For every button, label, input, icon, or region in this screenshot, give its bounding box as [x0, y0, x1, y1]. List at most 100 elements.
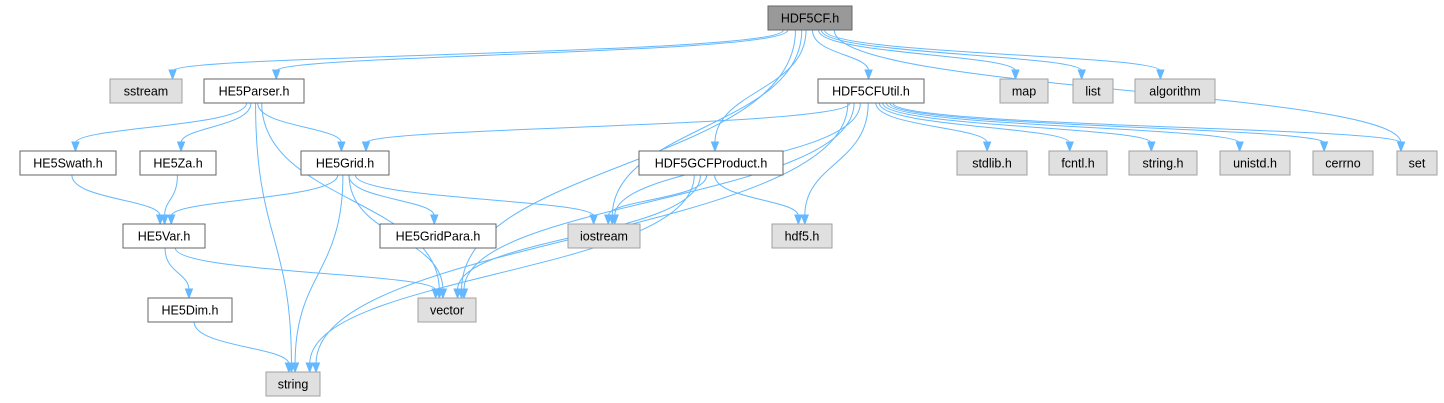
edge-line — [164, 247, 190, 291]
edge-line — [193, 321, 290, 365]
edge-hdf5cfutil-h-to-set — [892, 102, 1406, 153]
node-box — [19, 150, 117, 176]
edge-line — [354, 174, 595, 217]
edge-arrowhead — [71, 141, 80, 153]
node-label: string — [278, 377, 309, 391]
node-he5dim-h[interactable]: HE5Dim.h — [147, 297, 233, 323]
node-he5za-h[interactable]: HE5Za.h — [139, 150, 217, 176]
edge-hdf5cf-h-to-iostream — [608, 29, 803, 226]
node-label: HE5Grid.h — [316, 156, 374, 170]
edge-arrowhead — [604, 214, 613, 226]
edge-arrowhead — [361, 141, 371, 153]
node-he5swath-h[interactable]: HE5Swath.h — [19, 150, 117, 176]
edge-arrowhead — [184, 288, 194, 300]
edge-line — [180, 102, 252, 144]
node-label: cerrno — [1325, 156, 1360, 170]
node-box — [999, 78, 1049, 104]
edge-arrowhead — [1396, 141, 1406, 153]
edge-hdf5cf-h-to-algorithm — [824, 29, 1165, 81]
node-box — [1128, 150, 1198, 176]
node-box — [817, 78, 925, 104]
node-cerrno: cerrno — [1312, 150, 1374, 176]
node-he5parser-h[interactable]: HE5Parser.h — [203, 78, 305, 104]
node-label: iostream — [580, 229, 628, 243]
node-box — [1396, 150, 1438, 176]
node-box — [417, 297, 477, 323]
node-box — [122, 223, 206, 249]
node-box — [379, 223, 497, 249]
edge-he5parser-h-to-he5swath-h — [71, 102, 248, 153]
edge-line — [294, 174, 344, 365]
edge-line — [275, 29, 789, 72]
edge-arrowhead — [1156, 69, 1165, 81]
node-he5gridpara-h[interactable]: HE5GridPara.h — [379, 223, 497, 249]
edge-hdf5cf-h-to-map — [818, 29, 1020, 81]
edge-line — [875, 102, 988, 144]
edge-arrowhead — [1077, 69, 1086, 81]
node-string-h: string.h — [1128, 150, 1198, 176]
edge-arrowhead — [610, 214, 619, 226]
node-label: HDF5GCFProduct.h — [655, 156, 768, 170]
edge-line — [74, 102, 248, 144]
node-label: fcntl.h — [1061, 156, 1094, 170]
node-box — [147, 297, 233, 323]
edge-arrowhead — [1011, 69, 1020, 81]
edge-arrowhead — [1235, 141, 1244, 153]
node-label: sstream — [124, 84, 168, 98]
edge-hdf5cfutil-h-to-vector — [459, 102, 855, 300]
edge-hdf5gcfproduct-h-to-iostream — [604, 174, 708, 226]
edge-hdf5cf-h-to-he5parser-h — [272, 29, 789, 81]
edge-he5parser-h-to-he5grid-h — [257, 102, 346, 153]
edge-hdf5gcfproduct-h-to-hdf5-h — [714, 174, 803, 226]
node-fcntl-h: fcntl.h — [1048, 150, 1108, 176]
edge-arrowhead — [800, 214, 809, 226]
edge-line — [365, 102, 851, 144]
node-he5grid-h[interactable]: HE5Grid.h — [300, 150, 390, 176]
edge-line — [255, 102, 292, 365]
node-he5var-h[interactable]: HE5Var.h — [122, 223, 206, 249]
node-hdf5gcfproduct-h[interactable]: HDF5GCFProduct.h — [638, 150, 784, 176]
node-box — [203, 78, 305, 104]
node-box — [1072, 78, 1114, 104]
node-box — [109, 78, 183, 104]
node-box — [1134, 78, 1216, 104]
node-label: HDF5CFUtil.h — [832, 84, 910, 98]
node-box — [567, 223, 641, 249]
node-label: HE5Dim.h — [162, 303, 219, 317]
edge-arrowhead — [459, 288, 469, 300]
node-list: list — [1072, 78, 1114, 104]
node-label: HE5Za.h — [153, 156, 202, 170]
edge-arrowhead — [1147, 141, 1156, 153]
node-vector: vector — [417, 297, 477, 323]
node-iostream: iostream — [567, 223, 641, 249]
edge-line — [348, 174, 435, 217]
edge-line — [882, 102, 1152, 144]
node-label: HE5GridPara.h — [396, 229, 481, 243]
node-label: HE5Swath.h — [33, 156, 103, 170]
edge-he5parser-h-to-he5za-h — [176, 102, 252, 153]
edge-hdf5cfutil-h-to-cerrno — [889, 102, 1329, 153]
edge-line — [607, 174, 708, 217]
edge-arrowhead — [176, 141, 186, 153]
node-box — [956, 150, 1028, 176]
edge-hdf5cfutil-h-to-stdlib-h — [875, 102, 992, 153]
node-hdf5cfutil-h[interactable]: HDF5CFUtil.h — [817, 78, 925, 104]
node-label: HE5Parser.h — [219, 84, 290, 98]
node-box — [139, 150, 217, 176]
edge-line — [824, 29, 1161, 72]
edge-line — [164, 174, 178, 217]
edge-line — [170, 174, 339, 217]
edge-he5swath-h-to-he5var-h — [71, 174, 165, 226]
edge-line — [714, 174, 799, 217]
edge-arrowhead — [168, 69, 177, 81]
edge-arrowhead — [272, 69, 281, 81]
node-hdf5cf-h[interactable]: HDF5CF.h — [767, 5, 853, 31]
edge-line — [878, 102, 1071, 144]
edge-hdf5cfutil-h-to-unistd-h — [885, 102, 1244, 153]
edge-arrowhead — [337, 141, 346, 153]
edge-arrowhead — [290, 362, 300, 374]
edge-arrowhead — [430, 214, 439, 226]
edge-arrowhead — [794, 214, 803, 226]
